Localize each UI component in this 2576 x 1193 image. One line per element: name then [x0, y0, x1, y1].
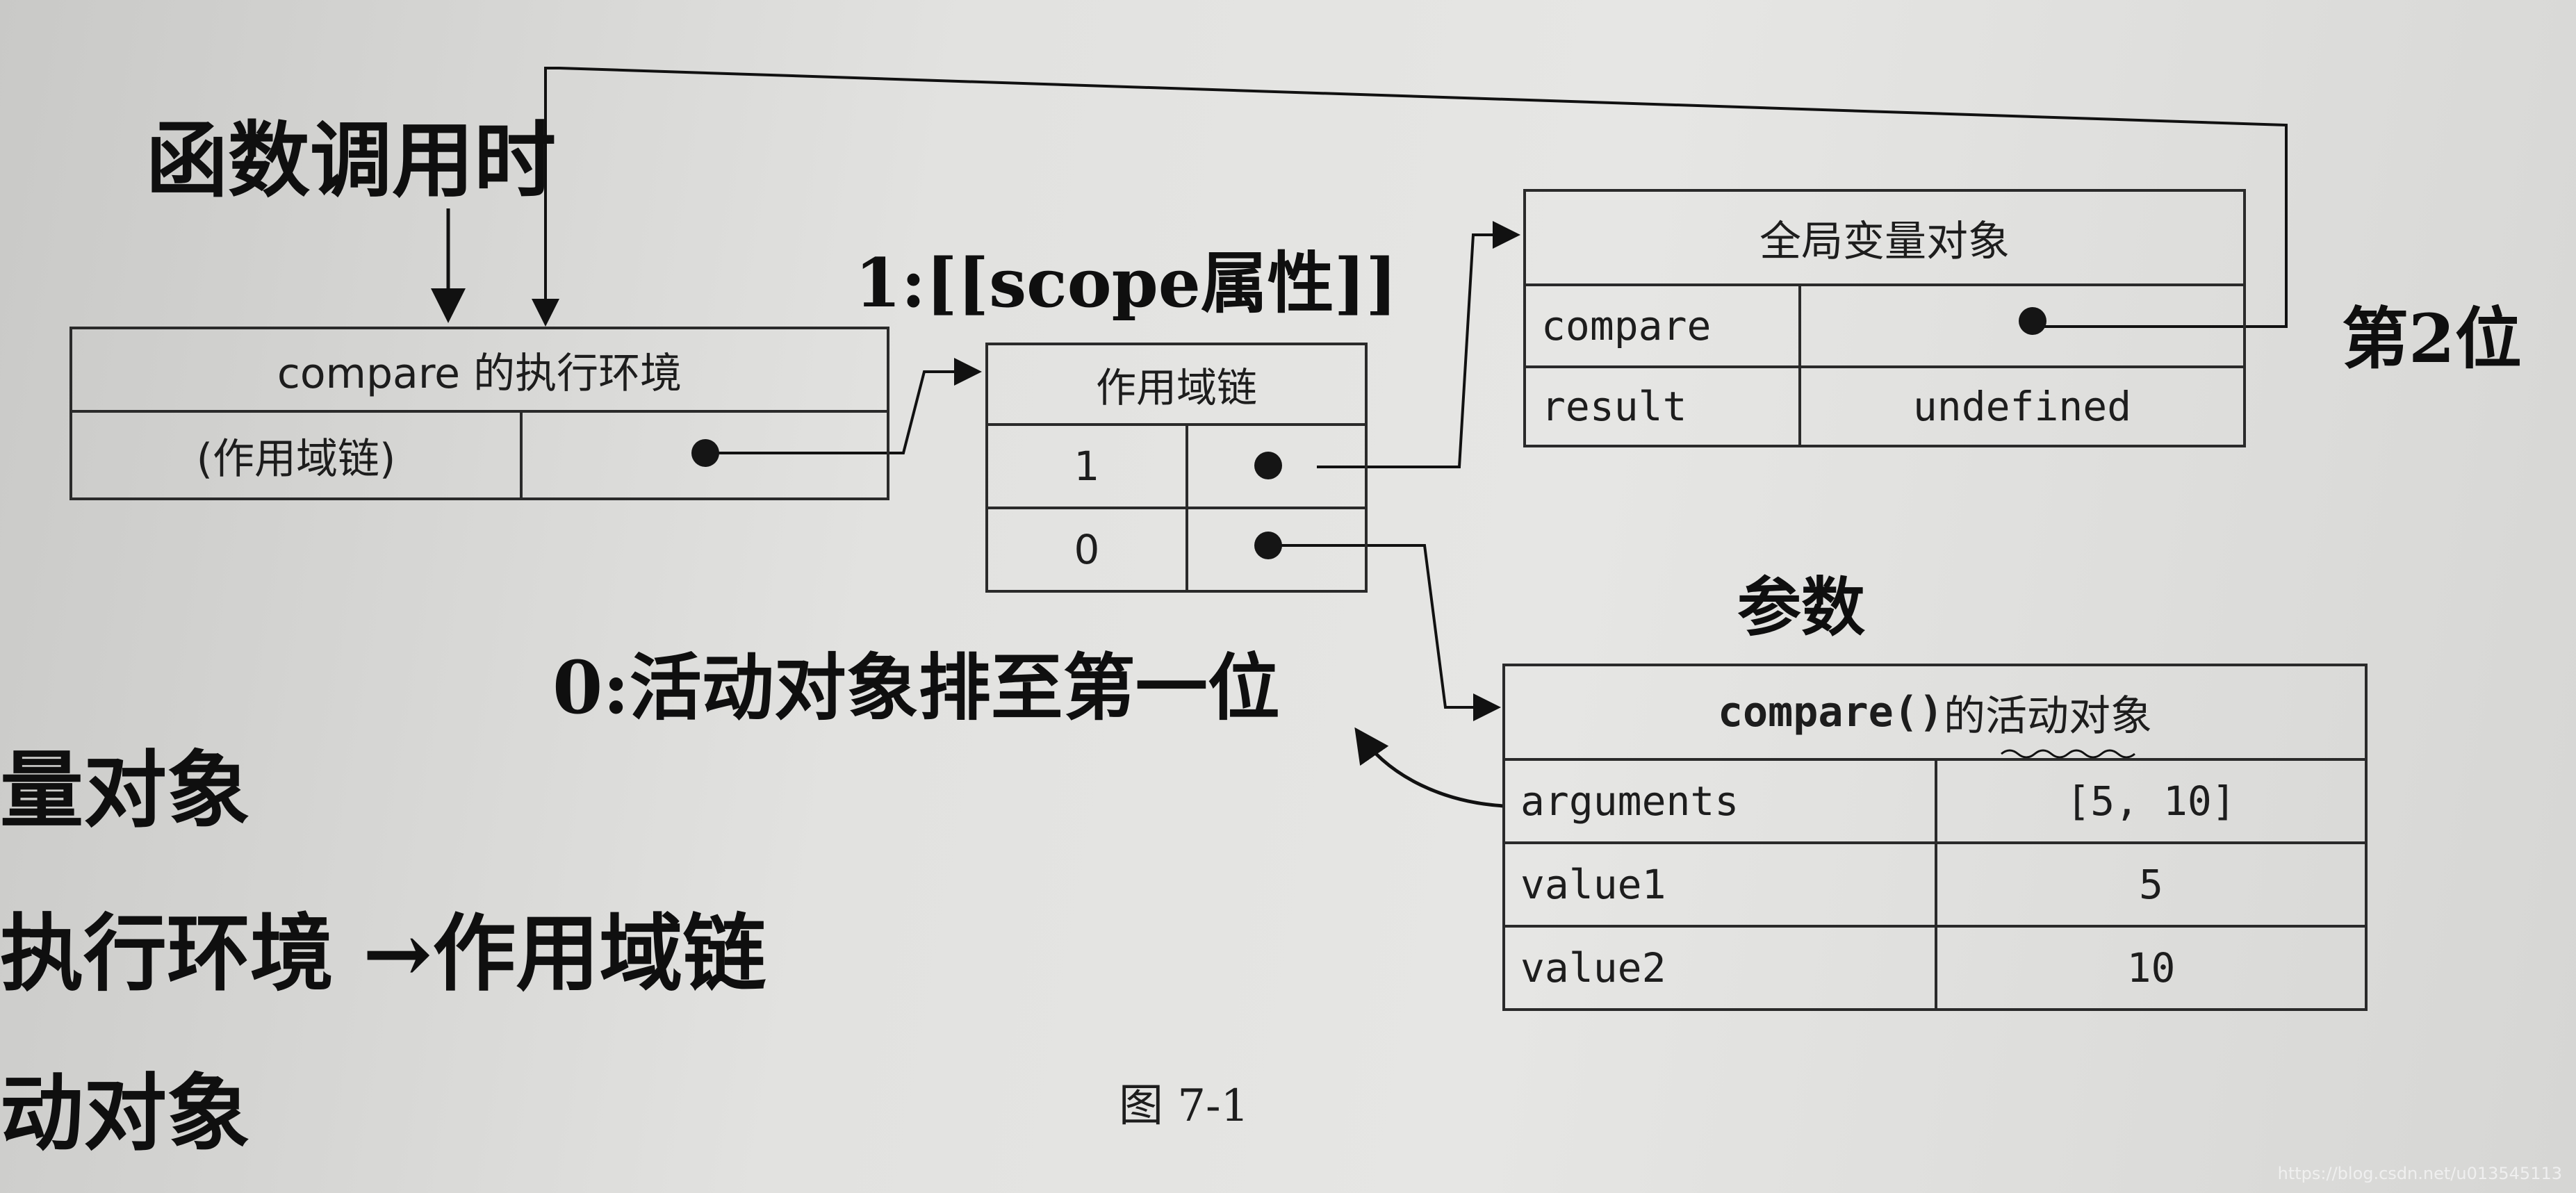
figure-caption: 图 7-1	[1119, 1080, 1249, 1132]
global-row-compare-name-text: compare	[1541, 302, 1712, 349]
activation-row-arguments-name-text: arguments	[1520, 777, 1739, 825]
note-left-frag2: 执行环境 →作用域链	[0, 905, 766, 1003]
activation-row-value1-name-text: value1	[1520, 861, 1666, 908]
exec-context-title: compare 的执行环境	[69, 327, 889, 413]
global-row-result-value: undefined	[1798, 365, 2246, 447]
activation-title-code: compare()	[1717, 688, 1944, 737]
global-row-result-value-text: undefined	[1912, 383, 2132, 430]
activation-row-arguments-value-text: [5, 10]	[2066, 777, 2236, 825]
scope-chain-pointer-0	[1186, 507, 1368, 593]
global-compare-dot	[2019, 307, 2046, 335]
scope-chain-title-text: 作用域链	[1095, 364, 1257, 411]
global-row-compare-name: compare	[1523, 283, 1801, 368]
activation-row-value1-value-text: 5	[2139, 861, 2163, 908]
scope-chain-dot-0	[1254, 532, 1282, 559]
activation-row-value1-value: 5	[1935, 841, 2368, 928]
activation-object-title: compare() 的活动对象	[1502, 664, 2368, 761]
note-left-frag3: 动对象	[0, 1064, 250, 1162]
global-object-title: 全局变量对象	[1523, 189, 2246, 286]
ctx-to-scope-arrow	[702, 358, 982, 454]
watermark: https://blog.csdn.net/u013545113	[2277, 1164, 2562, 1183]
scope-chain-index-1-text: 1	[1074, 443, 1100, 490]
note-zero: 0:活动对象排至第一位	[552, 645, 1280, 730]
exec-context-row-label-text: (作用域链)	[196, 434, 396, 484]
scope-chain-title: 作用域链	[985, 343, 1368, 426]
scope1-to-global-arrow	[1317, 221, 1520, 468]
exec-context-box: compare 的执行环境 (作用域链)	[69, 327, 889, 500]
global-row-result-name-text: result	[1541, 383, 1687, 430]
squiggle-underline	[2001, 749, 2135, 759]
activation-row-arguments-name: arguments	[1502, 758, 1937, 844]
activation-row-value2-value: 10	[1935, 925, 2368, 1011]
exec-context-title-text: compare 的执行环境	[277, 349, 682, 398]
activation-row-value2-name: value2	[1502, 925, 1937, 1011]
activation-title-text: 的活动对象	[1944, 691, 2153, 741]
scope-chain-dot-1	[1254, 452, 1282, 479]
note-params: 参数	[1737, 570, 1866, 645]
exec-context-pointer-dot	[691, 439, 719, 467]
global-object-box: 全局变量对象 compare result undefined	[1523, 189, 2246, 447]
scope-chain-box: 作用域链 1 0	[985, 343, 1368, 593]
scope-chain-index-0: 0	[985, 507, 1188, 593]
exec-context-row-label: (作用域链)	[69, 410, 523, 500]
global-object-title-text: 全局变量对象	[1759, 217, 2010, 266]
activation-object-box: compare() 的活动对象 arguments [5, 10] value1…	[1502, 664, 2368, 1011]
note-left-frag1: 量对象	[0, 741, 250, 839]
activation-row-value2-value-text: 10	[2126, 944, 2176, 992]
activation-row-arguments-value: [5, 10]	[1935, 758, 2368, 844]
scope0-to-activation-arrow	[1275, 544, 1501, 721]
note-function-called: 函数调用时	[146, 112, 557, 208]
hand-curved-arrow	[1354, 727, 1505, 808]
note-second: 第2位	[2342, 299, 2522, 378]
global-row-result-name: result	[1523, 365, 1801, 447]
exec-context-row-pointer	[520, 410, 889, 500]
note-scope-attr: 1:[[scope属性]]	[855, 244, 1397, 322]
scope-chain-index-1: 1	[985, 423, 1188, 509]
activation-row-value1-name: value1	[1502, 841, 1937, 928]
scope-chain-index-0-text: 0	[1074, 526, 1100, 573]
activation-row-value2-name-text: value2	[1520, 944, 1666, 992]
